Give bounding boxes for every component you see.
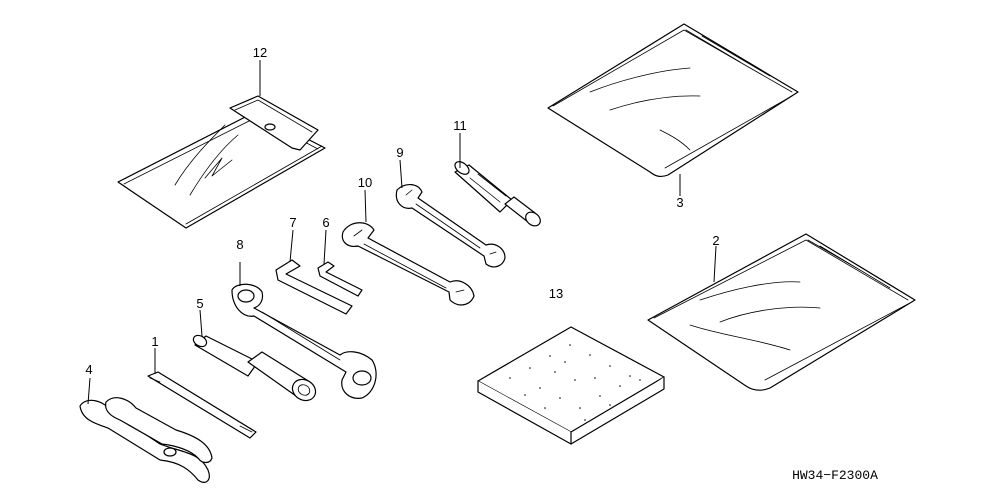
- callout-7: 7: [289, 215, 296, 230]
- callout-1: 1: [151, 334, 158, 349]
- callout-12: 12: [253, 45, 267, 60]
- tool-bag-icon: [647, 233, 916, 391]
- hex-wrench-icon: [275, 259, 353, 315]
- box-end-wrench-icon: [231, 283, 377, 399]
- callout-9: 9: [396, 145, 403, 160]
- open-end-wrench-icon: [341, 222, 475, 306]
- drawing-code: HW34−F2300A: [792, 468, 878, 483]
- callout-8: 8: [236, 237, 243, 252]
- callout-5: 5: [196, 296, 203, 311]
- callout-4: 4: [85, 362, 92, 377]
- hex-wrench-icon: [317, 261, 363, 297]
- tool-case-icon: [117, 95, 326, 229]
- callout-13: 13: [549, 286, 563, 301]
- cleaning-pad-icon: [477, 326, 665, 445]
- callout-10: 10: [358, 175, 372, 190]
- callout-3: 3: [676, 195, 683, 210]
- tool-bag-icon: [547, 23, 799, 178]
- screwdriver-handle-icon: [454, 161, 541, 227]
- callout-11: 11: [453, 118, 467, 133]
- leader-lines: [87, 60, 717, 405]
- pliers-icon: [79, 397, 213, 483]
- callout-6: 6: [322, 215, 329, 230]
- open-end-wrench-icon: [395, 184, 506, 268]
- callout-2: 2: [712, 233, 719, 248]
- spark-plug-wrench-icon: [192, 334, 317, 402]
